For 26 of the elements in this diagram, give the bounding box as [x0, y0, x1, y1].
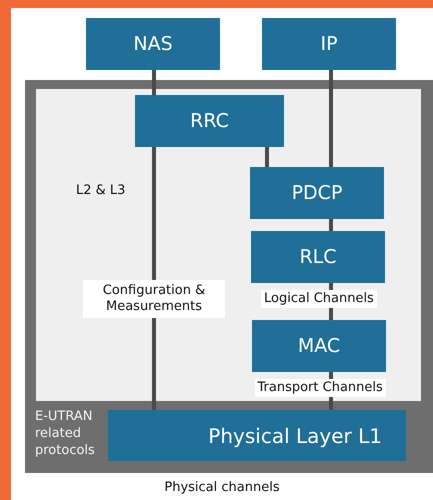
layer-name: Physical Layer L1 [208, 424, 382, 448]
connector-line [329, 219, 333, 231]
connector-line [329, 70, 333, 167]
connector-line [152, 70, 156, 95]
layer-name: RLC [299, 246, 337, 268]
layer-name: RRC [190, 110, 229, 132]
connector-line [265, 147, 269, 167]
layer-box [252, 320, 386, 372]
layer-panel [36, 89, 421, 401]
protocol-stack-panel [25, 80, 433, 473]
layer-box [262, 18, 396, 70]
panel-title: E-UTRAN related protocols [35, 409, 96, 460]
edge-label: Configuration & Measurements [83, 280, 225, 318]
layer-name: MAC [298, 335, 340, 357]
edge-label: Transport Channels [254, 379, 386, 398]
layer-box [251, 231, 385, 283]
layer-box [135, 95, 284, 147]
layer-name: NAS [133, 33, 173, 55]
layer-name: IP [320, 33, 338, 55]
layer-box [86, 18, 220, 70]
layer-box [108, 410, 406, 461]
layer-box [250, 167, 384, 219]
caption-text: Physical channels [163, 480, 281, 495]
edge-label: Logical Channels [261, 290, 377, 308]
panel-title: L2 & L3 [76, 183, 126, 198]
layer-name: PDCP [292, 182, 342, 204]
